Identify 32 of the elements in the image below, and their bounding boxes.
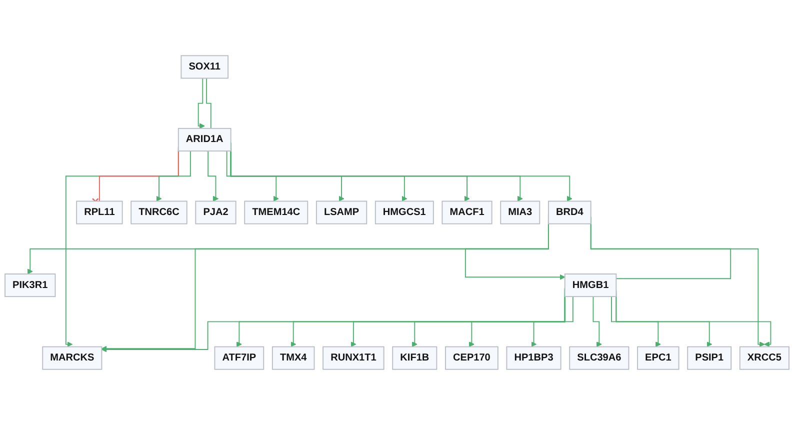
node-box: KIF1B xyxy=(392,346,438,370)
node-box: XRCC5 xyxy=(739,346,790,370)
node-box: EPC1 xyxy=(637,346,680,370)
node-box: TNRC6C xyxy=(130,200,188,224)
node-box: CEP170 xyxy=(445,346,498,370)
node-box: PJA2 xyxy=(195,200,236,224)
node-box: HP1BP3 xyxy=(506,346,562,370)
node-box: TMEM14C xyxy=(244,200,308,224)
connector xyxy=(206,78,212,129)
node-box: LSAMP xyxy=(316,200,368,224)
node-box: PIK3R1 xyxy=(4,274,56,298)
node-box: SOX11 xyxy=(180,55,229,79)
node-box: RUNX1T1 xyxy=(322,346,384,370)
arrow xyxy=(198,78,205,129)
node-box: MACF1 xyxy=(442,200,492,224)
arrow xyxy=(156,150,191,202)
arrow xyxy=(531,296,574,348)
node-box: SLC39A6 xyxy=(569,346,630,370)
node-box: BRD4 xyxy=(548,200,592,224)
node-box: PSIP1 xyxy=(687,346,732,370)
node-box: RPL11 xyxy=(76,200,123,224)
node-box: ARID1A xyxy=(178,128,232,152)
arrow xyxy=(592,296,602,348)
node-box: HMGCS1 xyxy=(374,200,434,224)
arrow xyxy=(208,150,218,202)
arrow xyxy=(226,150,279,202)
arrow xyxy=(611,296,661,348)
node-box: TMX4 xyxy=(272,346,315,370)
node-box: MIA3 xyxy=(500,200,540,224)
node-box: MARCKS xyxy=(42,346,102,370)
node-box: HMGB1 xyxy=(564,274,617,298)
node-box: ATF7IP xyxy=(214,346,264,370)
